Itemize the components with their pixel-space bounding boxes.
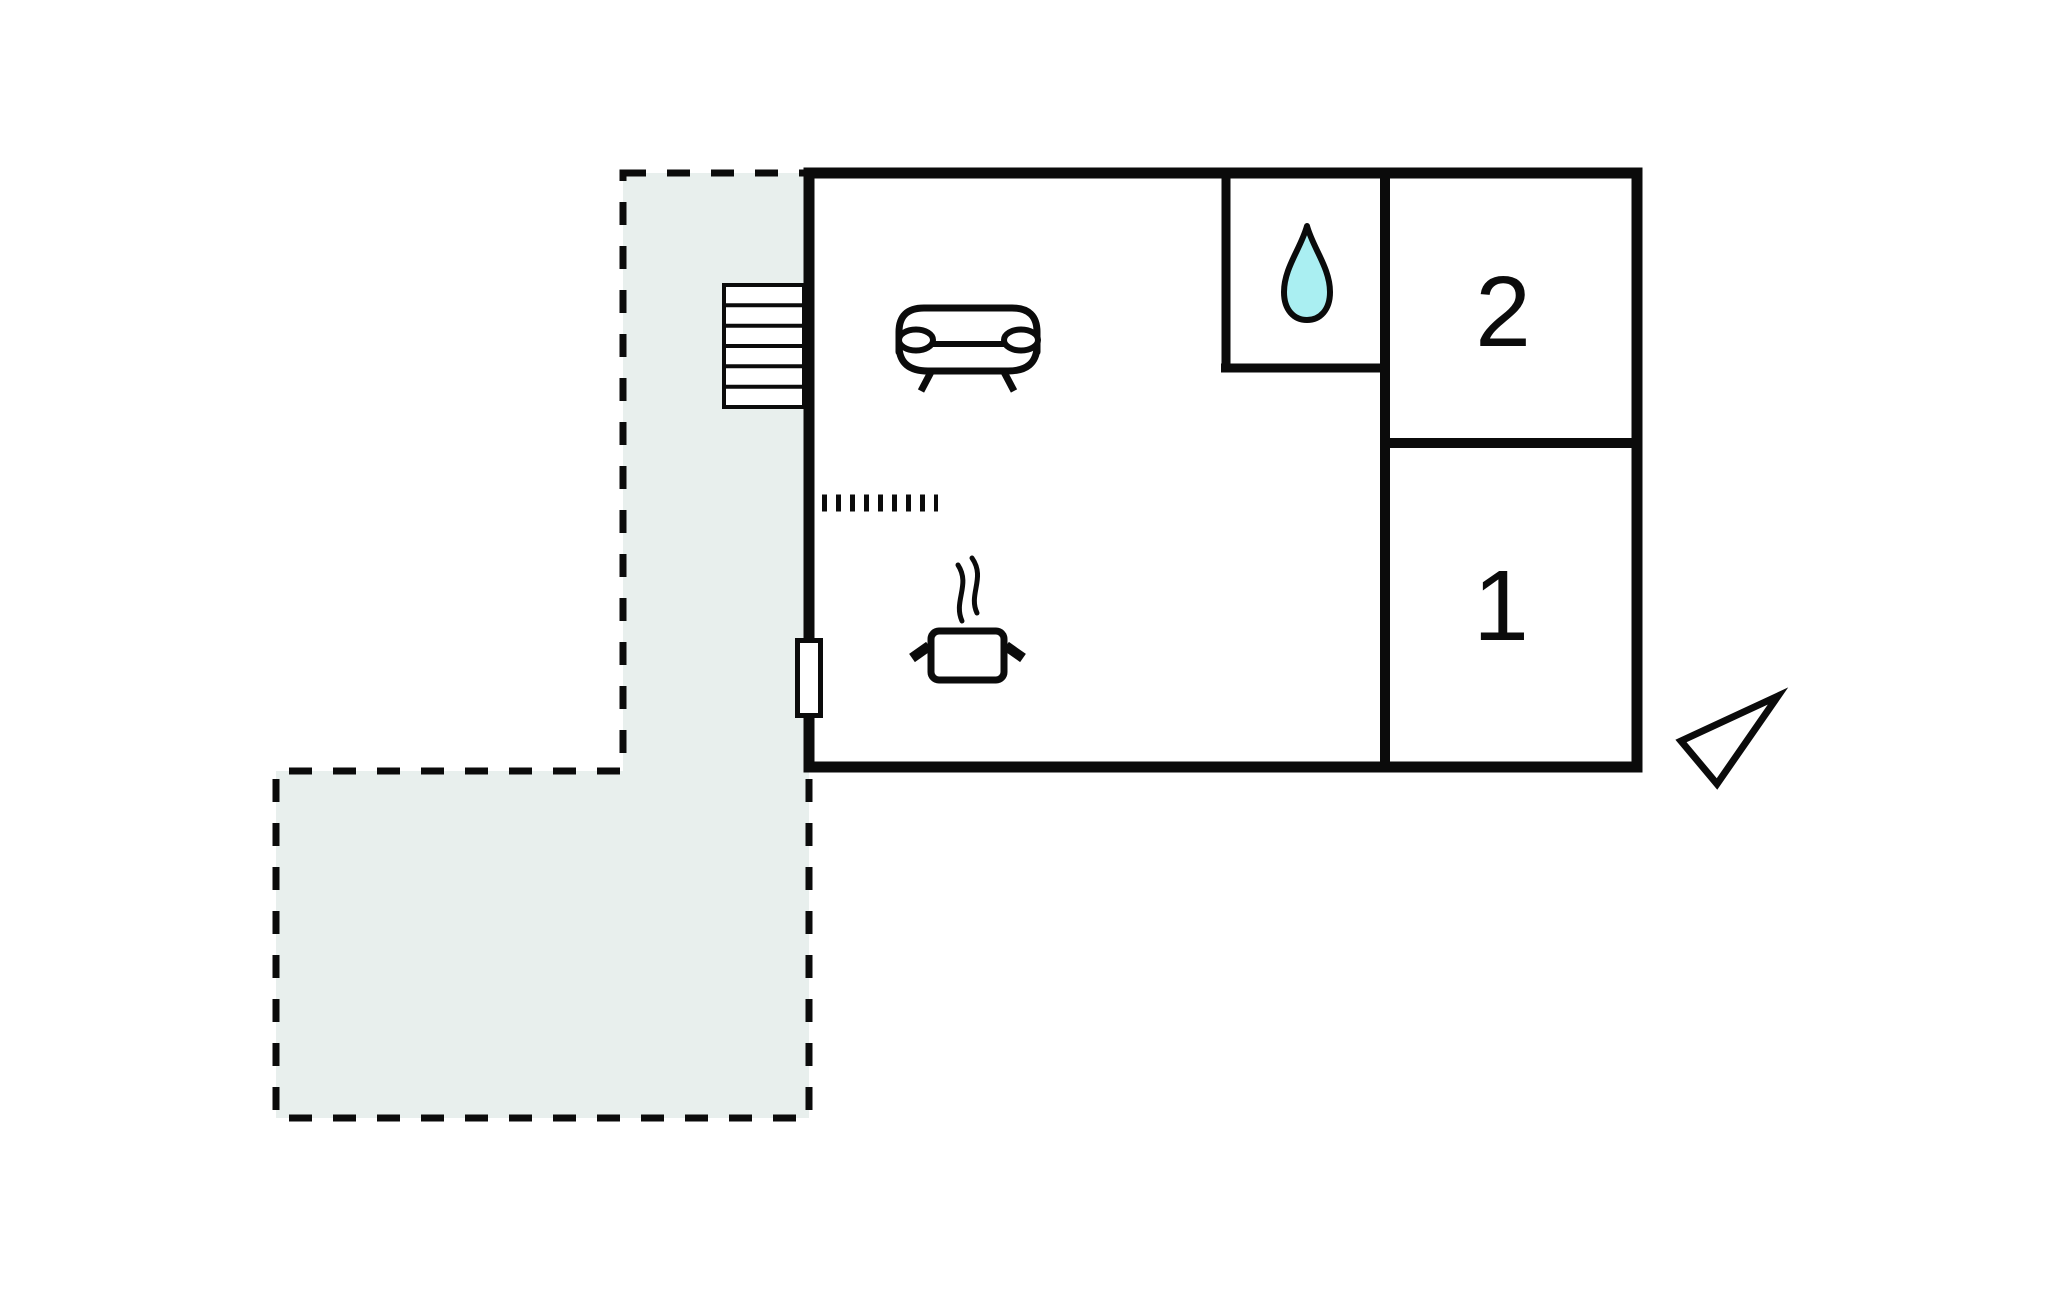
sofa-armrest-right [1001,326,1041,354]
stairs-icon [722,283,806,409]
steam-wave-left [955,562,966,624]
sofa-leg-left [917,370,935,393]
sofa-icon [895,304,1041,393]
pot-handle-left [909,641,932,663]
door-marker [795,638,823,718]
bedroom-1-label: 1 [1473,550,1529,662]
sofa-leg-right [1000,370,1018,393]
sofa-back [895,304,1041,356]
steam-wave-right [969,555,981,616]
cooking-pot-icon [909,555,1026,684]
sofa-seat-front [895,343,1041,375]
water-drop-icon [1281,223,1333,323]
north-arrow-icon [1675,687,1789,790]
interior-walls [1221,173,1642,767]
sofa-armrest-left [896,326,936,354]
pot-handle-right [1003,641,1026,663]
bedroom-2-label: 2 [1475,256,1531,368]
pot-body [927,627,1008,684]
